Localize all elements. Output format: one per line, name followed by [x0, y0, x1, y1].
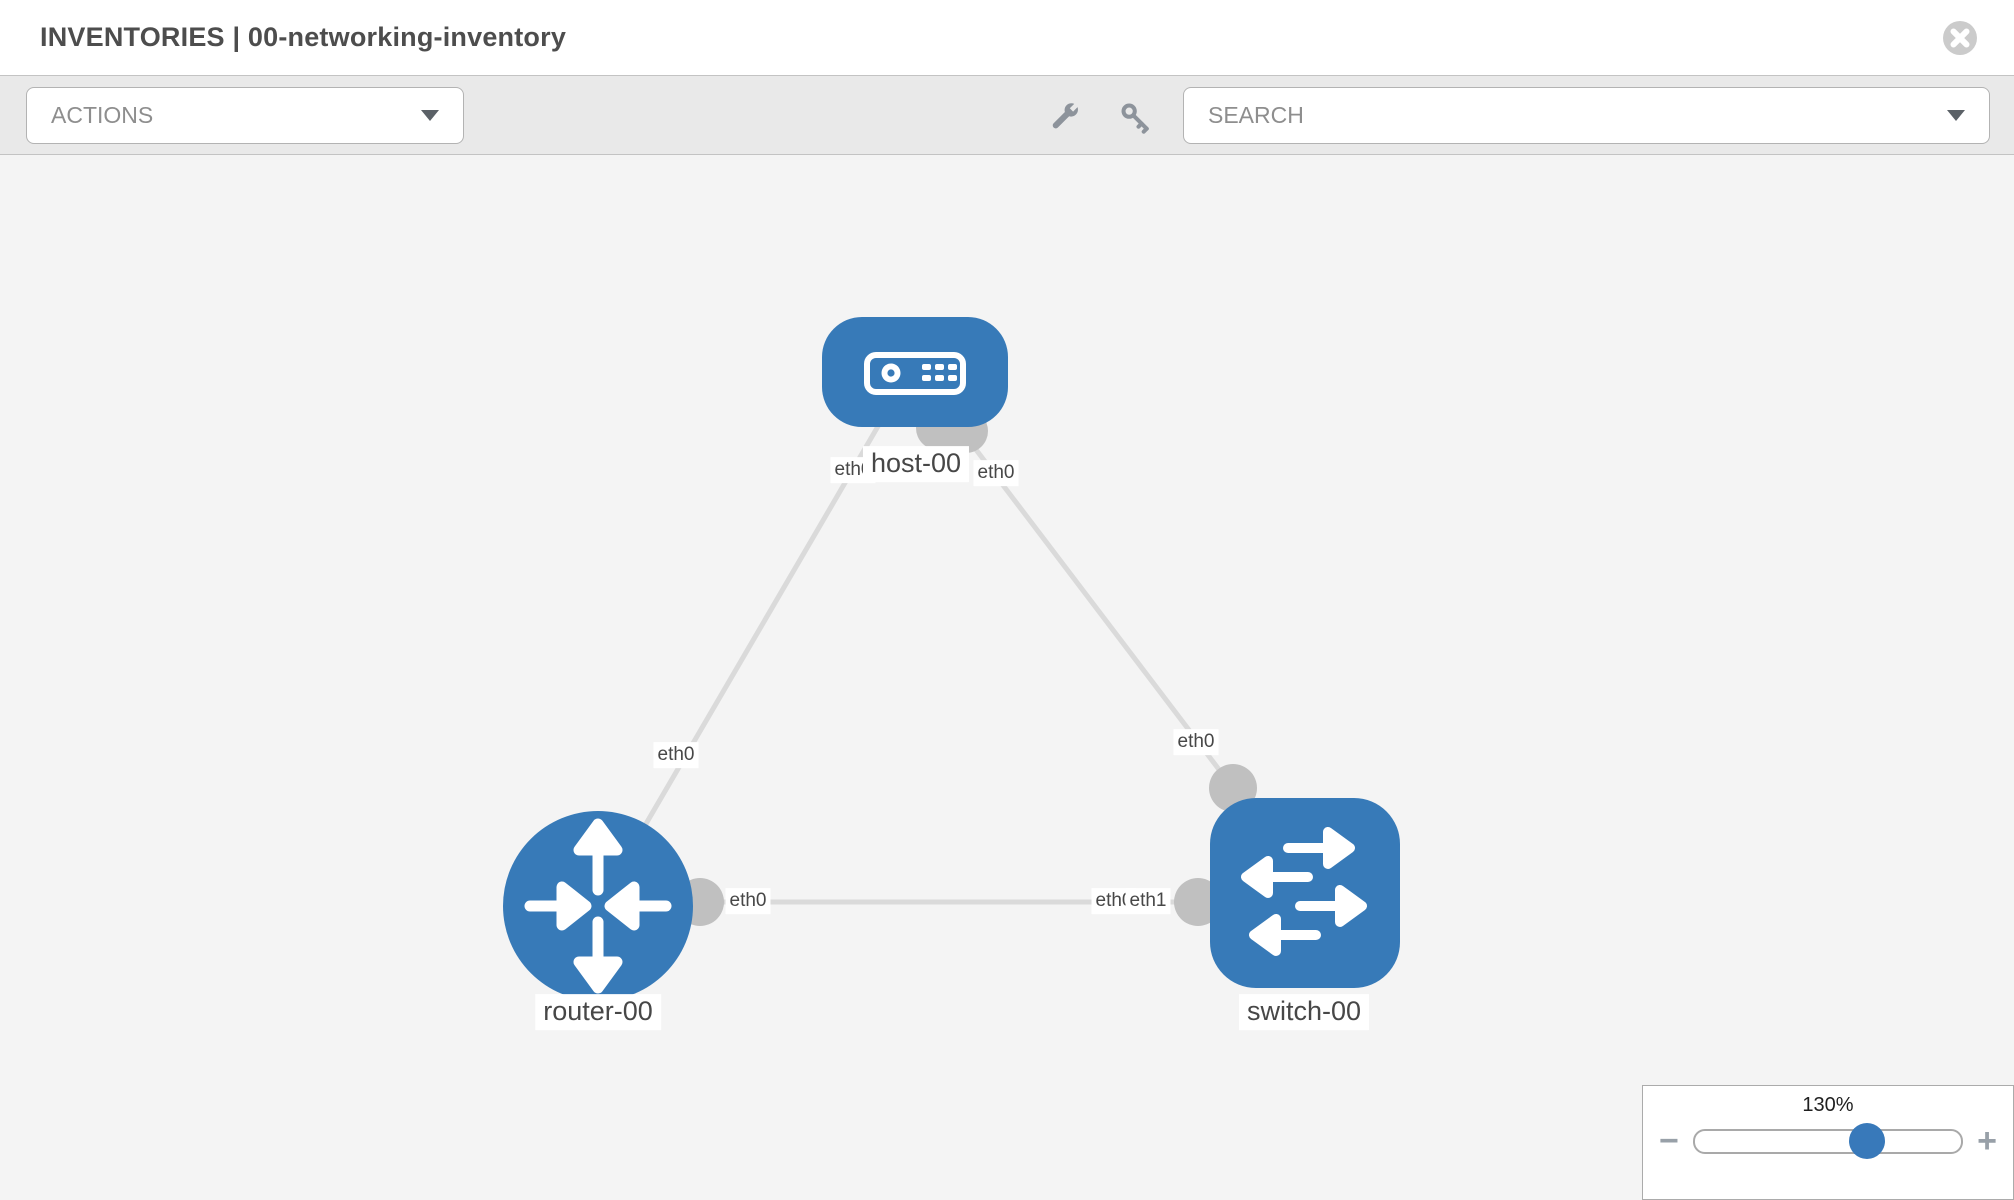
- search-dropdown-label: SEARCH: [1208, 102, 1304, 128]
- key-icon[interactable]: [1118, 100, 1152, 134]
- zoom-slider-track[interactable]: [1692, 1123, 1964, 1159]
- chevron-down-icon: [421, 110, 439, 121]
- node-router-00[interactable]: [503, 811, 693, 1001]
- node-host-00[interactable]: [822, 317, 1008, 427]
- links-layer: [595, 414, 1305, 908]
- zoom-value: 130%: [1802, 1094, 1854, 1116]
- iface-label-router-right: eth0: [725, 888, 771, 914]
- chevron-down-icon: [1947, 110, 1965, 121]
- iface-label-router-top: eth0: [653, 742, 699, 768]
- panel-header: INVENTORIES | 00-networking-inventory: [0, 0, 2014, 75]
- node-label-switch: switch-00: [1238, 994, 1370, 1030]
- actions-dropdown[interactable]: ACTIONS: [26, 87, 464, 144]
- topology-canvas[interactable]: eth0 eth0 host-00 eth0 eth0 eth0 eth0 et…: [0, 156, 2014, 1200]
- page-title: INVENTORIES | 00-networking-inventory: [40, 22, 567, 52]
- iface-label-switch-left-front: eth1: [1125, 888, 1171, 914]
- node-label-router: router-00: [535, 994, 661, 1030]
- interface-connectors: [676, 406, 1257, 926]
- search-dropdown[interactable]: SEARCH: [1183, 87, 1990, 144]
- server-icon: [864, 352, 966, 395]
- switch-arrows-icon: [1241, 827, 1367, 956]
- node-label-host: host-00: [862, 446, 970, 482]
- toolbar: ACTIONS SEARCH: [0, 75, 2014, 155]
- zoom-in-button[interactable]: +: [1977, 1122, 1997, 1160]
- close-icon[interactable]: [1942, 20, 1978, 56]
- wrench-icon[interactable]: [1048, 100, 1082, 134]
- topology-graph: [503, 317, 1400, 1001]
- zoom-out-button[interactable]: −: [1659, 1122, 1679, 1160]
- zoom-slider-thumb[interactable]: [1848, 1123, 1885, 1159]
- router-arrows-icon: [524, 818, 672, 994]
- node-switch-00[interactable]: [1210, 798, 1400, 988]
- actions-dropdown-label: ACTIONS: [51, 102, 154, 128]
- iface-label-switch-top: eth0: [1173, 729, 1219, 755]
- iface-label-host-right: eth0: [973, 460, 1019, 486]
- zoom-panel: 130% − +: [1642, 1085, 2014, 1200]
